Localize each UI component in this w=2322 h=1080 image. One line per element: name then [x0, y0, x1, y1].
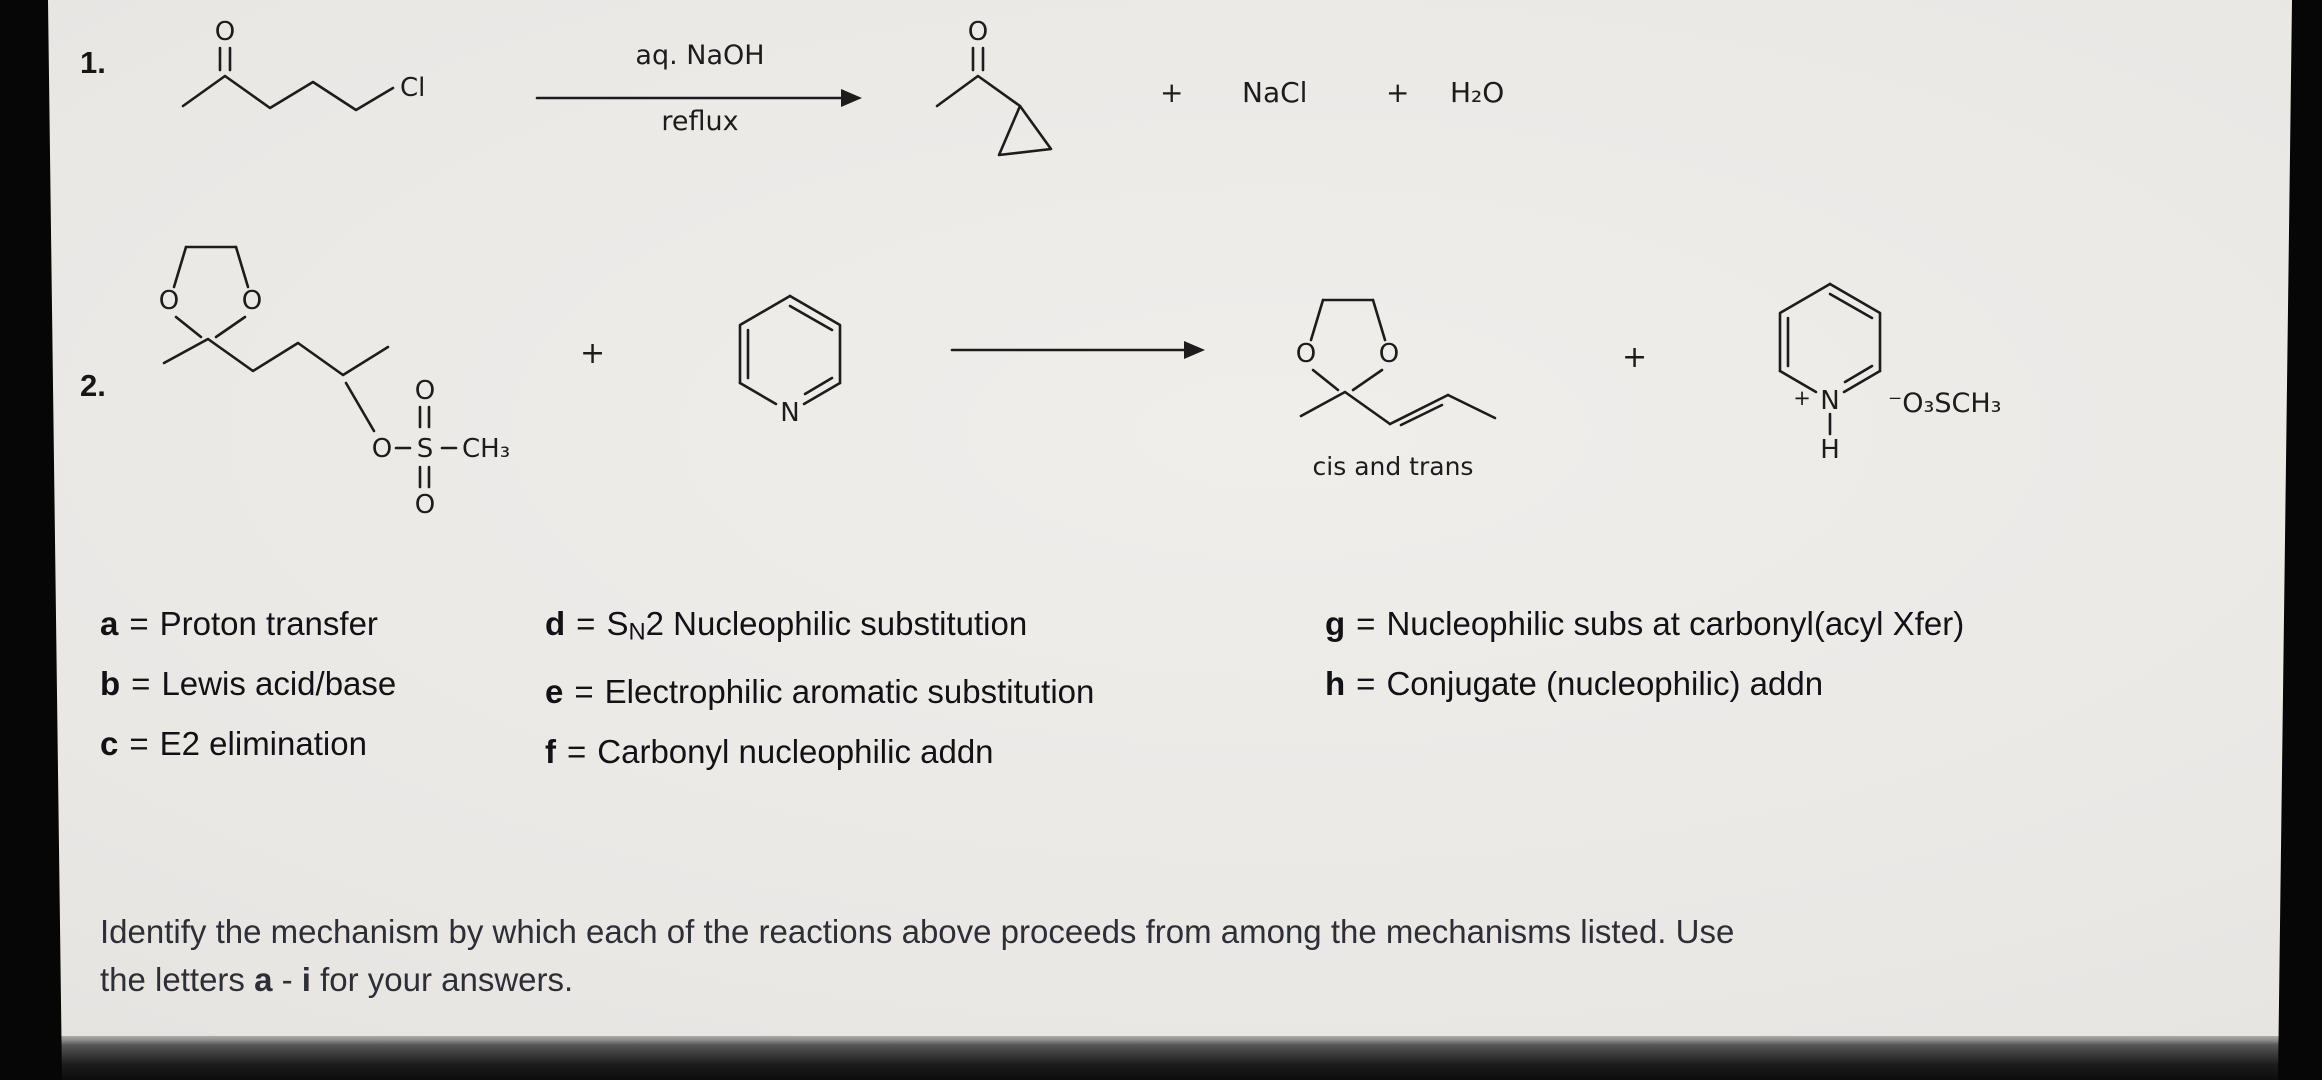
- mechanism-item-d: d = SN2 Nucleophilic substitution: [545, 594, 1325, 662]
- equals-sign: =: [129, 725, 149, 762]
- instruction-line2-pre: the letters: [100, 960, 255, 998]
- atom-label-nitrogen: N: [780, 398, 799, 428]
- structure-cyclopropyl-methyl-ketone: O: [935, 17, 1053, 157]
- atom-label-hydrogen: H: [1820, 435, 1840, 465]
- bond-lines: [935, 46, 1053, 157]
- mechanism-text: Nucleophilic subs at carbonyl(acyl Xfer): [1386, 605, 1965, 642]
- screen-bezel-bottom: [44, 1036, 2322, 1080]
- reaction1-number: 1.: [80, 45, 106, 80]
- structure-pyridine: N: [738, 294, 842, 428]
- methyl-label: CH₃: [462, 434, 510, 464]
- mechanism-text: Proton transfer: [159, 605, 378, 642]
- mechanism-letter: d: [545, 605, 566, 642]
- mechanism-item-b: b = Lewis acid/base: [100, 654, 545, 714]
- atom-label-oxygen: O: [968, 17, 988, 47]
- equals-sign: =: [576, 605, 596, 642]
- plus-sign: +: [1160, 76, 1184, 109]
- atom-label-oxygen: O: [1379, 339, 1399, 369]
- mechanism-item-a: a = Proton transfer: [100, 594, 545, 654]
- mechanism-column-3: g = Nucleophilic subs at carbonyl(acyl Xfe…: [1325, 594, 1964, 782]
- mechanism-column-2: d=SN2 Nucleophilic substitution e=Electr…: [545, 594, 1325, 782]
- bond-lines: [738, 294, 842, 406]
- mechanism-text: Lewis acid/base: [161, 665, 397, 702]
- atom-label-chlorine: Cl: [400, 73, 425, 103]
- plus-charge: +: [1793, 386, 1811, 410]
- mesylate-counterion: ⁻O₃SCH₃: [1888, 388, 2002, 419]
- sn2-rest: 2 Nucleophilic substitution: [645, 605, 1028, 642]
- atom-label-oxygen: O: [1296, 339, 1316, 369]
- equals-sign: =: [1356, 665, 1376, 702]
- reaction1-arrow-icon: [535, 89, 862, 107]
- bond-lines: [181, 46, 395, 112]
- structure-chloro-ketone: O Cl: [181, 17, 425, 112]
- reaction1-reagent-label: aq. NaOH: [635, 40, 765, 71]
- mechanism-letter: c: [100, 725, 119, 762]
- equals-sign: =: [1356, 605, 1376, 642]
- plus-sign: +: [1386, 76, 1410, 109]
- atom-label-sulfur: S: [417, 434, 434, 464]
- structure-dioxolane-mesylate: O O O S CH₃ O O: [159, 245, 510, 520]
- cis-trans-label: cis and trans: [1312, 452, 1474, 481]
- mechanism-letter: a: [100, 605, 119, 642]
- bond-lines: [1299, 298, 1497, 427]
- reaction2-arrow-icon: [950, 341, 1205, 359]
- equals-sign: =: [567, 733, 587, 771]
- mechanism-letter: f: [545, 733, 556, 771]
- mechanism-item-f: f = Carbonyl nucleophilic addn: [545, 722, 1325, 782]
- mechanism-letter: g: [1325, 605, 1346, 642]
- letter-i-bold: i: [301, 960, 311, 998]
- mechanism-item-g: g = Nucleophilic subs at carbonyl(acyl Xfe…: [1325, 594, 1964, 654]
- letter-a-bold: a: [254, 960, 273, 998]
- mechanism-column-1: a=Proton transfer b=Lewis acid/base c=E2…: [100, 594, 545, 782]
- structure-dioxolane-butenyl: O O: [1296, 298, 1497, 427]
- mechanism-text: Electrophilic aromatic substitution: [604, 673, 1095, 711]
- instruction-line2-post: for your answers.: [310, 960, 574, 998]
- sn2-subscript-n: N: [628, 618, 646, 646]
- atom-label-oxygen: O: [415, 490, 435, 520]
- sn2-s: S: [606, 605, 629, 642]
- equals-sign: =: [574, 673, 594, 711]
- atom-label-oxygen: O: [415, 376, 435, 406]
- atom-label-nitrogen: N: [1820, 386, 1839, 416]
- mechanism-letter: b: [100, 665, 121, 702]
- mechanism-item-e: e = Electrophilic aromatic substitution: [545, 662, 1325, 722]
- atom-label-oxygen: O: [159, 286, 179, 316]
- reaction2-number: 2.: [80, 368, 106, 403]
- mechanism-text: Carbonyl nucleophilic addn: [597, 733, 994, 771]
- equals-sign: =: [129, 605, 149, 642]
- bond-lines: [1778, 282, 1882, 436]
- atom-label-oxygen: O: [242, 286, 262, 316]
- instruction-dash: -: [272, 960, 302, 998]
- equals-sign: =: [131, 665, 151, 702]
- plus-sign: +: [1622, 340, 1648, 375]
- instruction-line1: Identify the mechanism by which each of …: [100, 913, 1735, 950]
- mechanism-letter: h: [1325, 665, 1346, 702]
- mechanism-text: E2 elimination: [159, 725, 367, 762]
- mechanism-text: SN2 Nucleophilic substitution: [606, 605, 1028, 646]
- mechanism-key: a=Proton transfer b=Lewis acid/base c=E2…: [100, 594, 1964, 782]
- mechanism-text: Conjugate (nucleophilic) addn: [1386, 665, 1824, 702]
- product-nacl: NaCl: [1242, 76, 1308, 109]
- mechanism-item-h: h = Conjugate (nucleophilic) addn: [1325, 654, 1964, 714]
- structure-pyridinium: N + H: [1778, 282, 1882, 465]
- mechanism-letter: e: [545, 673, 564, 711]
- bond-lines: [162, 245, 458, 489]
- atom-label-oxygen: O: [215, 17, 235, 47]
- plus-sign: +: [580, 336, 606, 371]
- atom-label-oxygen: O: [372, 434, 392, 464]
- reaction1-conditions-label: reflux: [661, 106, 739, 137]
- product-water: H₂O: [1450, 76, 1505, 109]
- instruction-text: Identify the mechanism by which each of …: [100, 908, 2220, 1004]
- mechanism-item-c: c = E2 elimination: [100, 714, 545, 774]
